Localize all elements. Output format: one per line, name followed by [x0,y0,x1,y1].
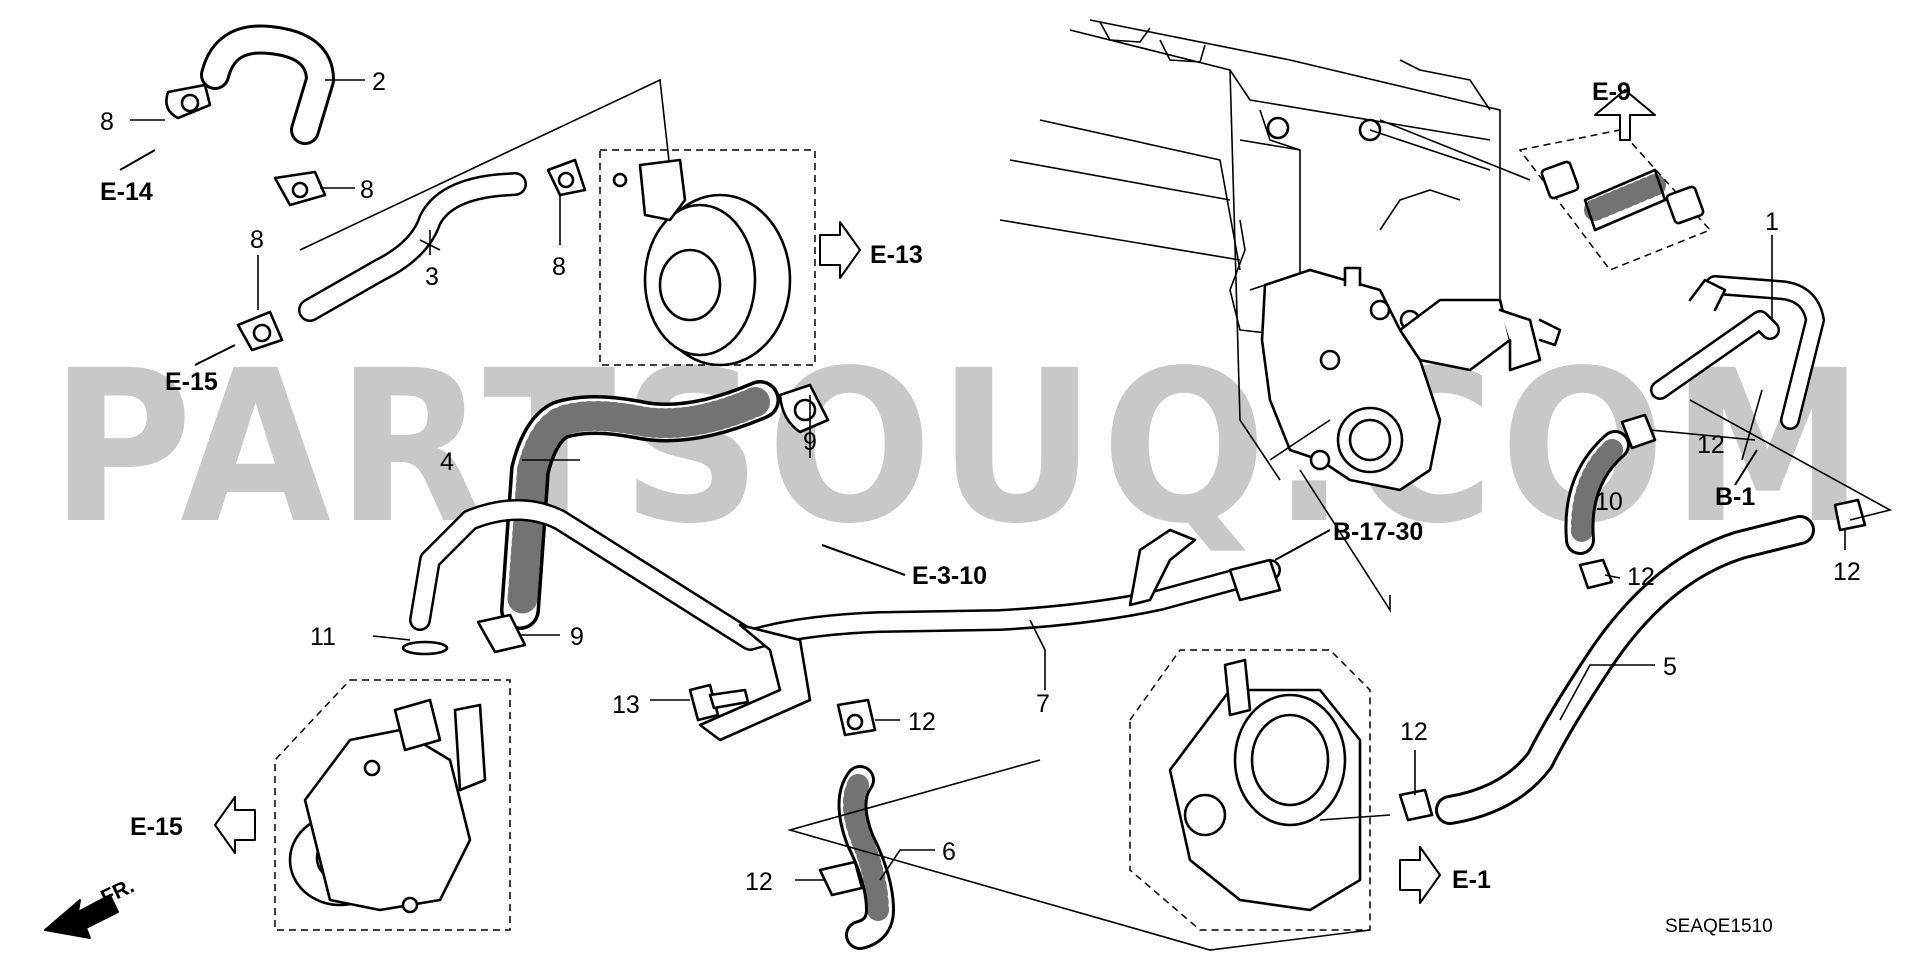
ref-e3-10: E-3-10 [912,562,987,590]
throttle-body-dashed-box [1129,649,1391,931]
clamp-12-a [1620,413,1657,450]
part-3-hose [298,172,527,322]
callout-9-bottom: 9 [570,623,584,651]
clamp-12-d [1398,788,1434,822]
ref-e14: E-14 [100,178,153,206]
callout-8-left: 8 [250,226,264,254]
callout-12-c: 12 [1833,558,1861,586]
callout-4: 4 [440,448,454,476]
ref-b1: B-1 [1715,483,1755,511]
diagram-code: SEAQE1510 [1665,916,1773,937]
hollow-arrow-right-icon [819,221,861,279]
clamp-8-right [546,158,587,197]
callout-8-mid: 8 [360,176,374,204]
callout-10: 10 [1595,488,1623,516]
callout-8-top: 8 [100,108,114,136]
ref-e13: E-13 [870,241,923,269]
joint-dashed-box [1379,119,1712,271]
part-10-hose [1564,430,1630,555]
arrow-line-e310 [821,544,906,576]
hollow-arrow-up-icon [1594,89,1656,141]
oring-11 [401,640,449,656]
water-pump-dashed-box [274,679,511,931]
callout-12-f: 12 [745,868,773,896]
ref-e15-bottom: E-15 [130,813,183,841]
arrow-line-b1730 [1274,529,1331,561]
ref-e15-top: E-15 [165,368,218,396]
hollow-arrow-right-icon [1399,846,1441,904]
watermark-text: PARTSOUQ.COM [50,325,1870,570]
callout-12-e: 12 [908,708,936,736]
arrow-line-e14 [119,149,156,171]
clamp-12-f [818,860,864,897]
callout-12-b: 12 [1627,563,1655,591]
callout-1: 1 [1765,208,1779,236]
clamps [165,83,1867,897]
part-7-pipe [409,499,1282,742]
callout-12-d: 12 [1400,718,1428,746]
clamp-12-c [1833,498,1867,532]
hollow-arrow-left-icon [214,796,256,854]
clamp-9-bottom [476,613,527,654]
clamp-12-e [836,698,877,737]
part-2-hose [200,24,335,145]
callout-8-right: 8 [552,253,566,281]
callout-6: 6 [942,838,956,866]
callout-3: 3 [425,263,439,291]
oil-cooler-dashed-box [299,78,816,367]
part-1-pipe [1650,275,1825,430]
callout-13: 13 [612,691,640,719]
callout-7: 7 [1036,690,1050,718]
ref-b17-30: B-17-30 [1333,518,1423,546]
ref-e9: E-9 [1592,78,1631,106]
part-5-hose [1435,515,1815,825]
clamp-8-top [165,83,212,120]
clamp-8-mid [273,170,327,207]
bolt-13 [688,683,750,722]
leader-lines [130,79,1893,951]
callout-9-top: 9 [803,428,817,456]
front-direction-arrow-icon [44,894,119,939]
part-4-hose [500,380,780,630]
ref-e1: E-1 [1452,866,1491,894]
arrow-line-e15 [194,344,236,366]
clamp-8-left [236,310,284,352]
arrow-line-b1 [1734,449,1758,486]
callout-5: 5 [1663,653,1677,681]
callout-2: 2 [372,68,386,96]
callout-12-a: 12 [1697,431,1725,459]
part-6-hose [837,765,895,950]
clamp-12-b [1578,558,1614,590]
callout-11: 11 [310,623,336,651]
